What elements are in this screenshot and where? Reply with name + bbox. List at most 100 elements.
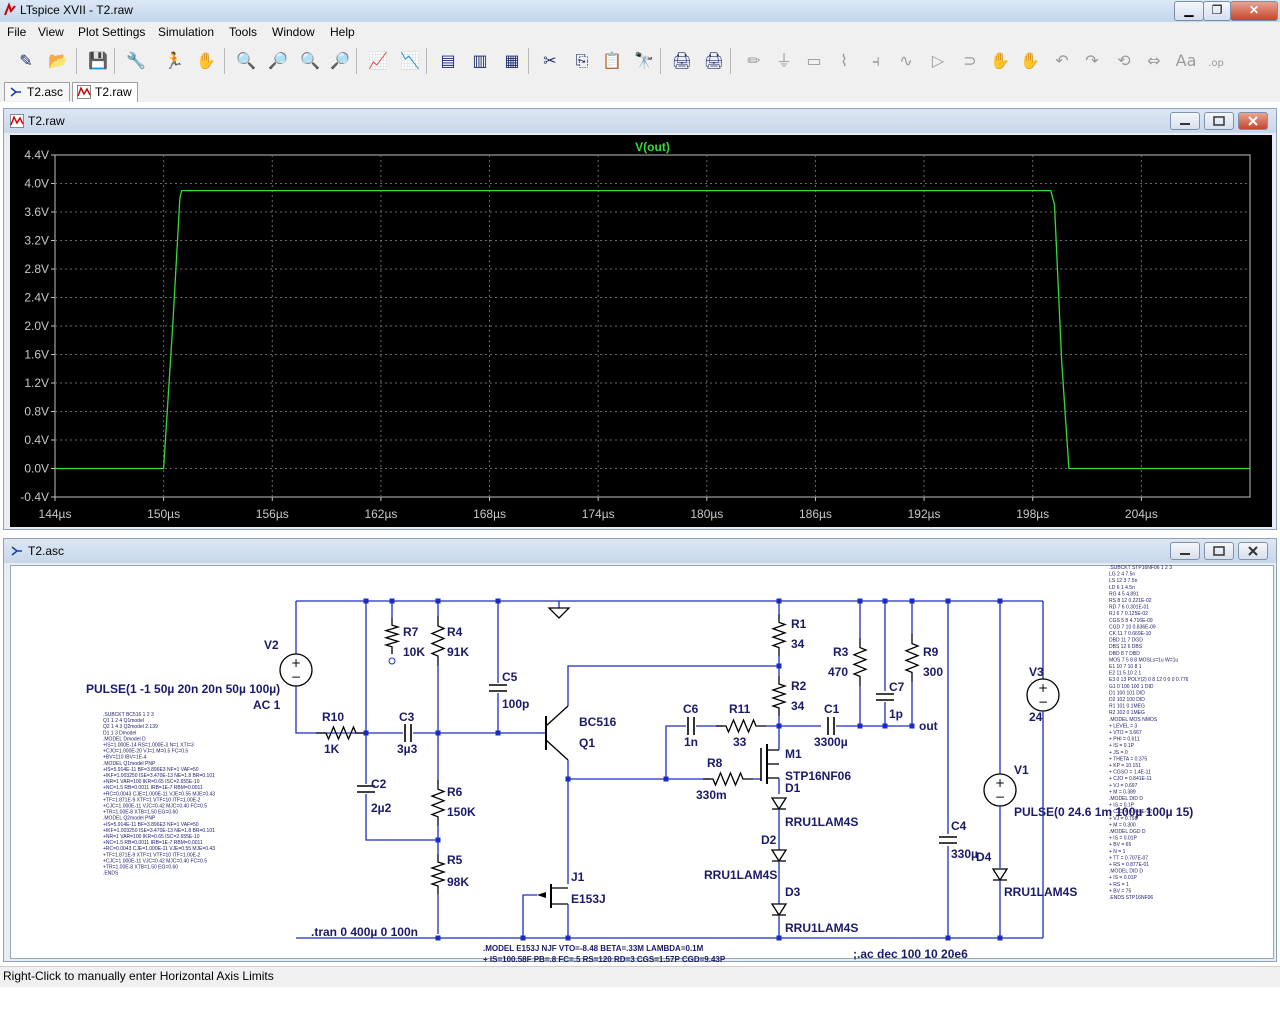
schematic-label: M1: [785, 747, 802, 761]
resistor-r9[interactable]: [904, 634, 920, 682]
resistor-r6[interactable]: [430, 780, 446, 826]
open-icon[interactable]: 📂: [44, 47, 72, 75]
waveform-minimize-button[interactable]: [1170, 112, 1200, 130]
menu-window[interactable]: Window: [272, 25, 315, 39]
drag-icon[interactable]: ✋: [1016, 47, 1044, 75]
menu-help[interactable]: Help: [330, 25, 355, 39]
capacitor-icon[interactable]: ⫞: [862, 47, 890, 75]
run-icon[interactable]: 🏃: [160, 47, 188, 75]
voltage-source-v3[interactable]: +−: [1026, 678, 1060, 712]
diode-d4[interactable]: [991, 868, 1009, 882]
minimize-button[interactable]: ▁: [1174, 1, 1204, 21]
waveform-restore-button[interactable]: [1204, 112, 1234, 130]
tab-t2-asc[interactable]: T2.asc: [4, 82, 70, 101]
menu-tools[interactable]: Tools: [229, 25, 258, 39]
halt-icon[interactable]: ✋: [192, 47, 220, 75]
mirror-icon[interactable]: ⇔: [1140, 47, 1168, 75]
resistor-r7[interactable]: [383, 618, 401, 654]
resistor-r3[interactable]: [852, 638, 868, 686]
text-icon[interactable]: Aa: [1172, 47, 1200, 75]
capacitor-c5[interactable]: [489, 684, 507, 692]
resistor-r5[interactable]: [429, 854, 447, 894]
label-icon[interactable]: ▭: [800, 47, 828, 75]
diode-d2[interactable]: [770, 849, 788, 863]
netlist-line: R2 102 0 1MEG: [1109, 710, 1145, 716]
resistor-r8[interactable]: [703, 771, 753, 787]
capacitor-c7[interactable]: [876, 693, 894, 701]
tile-horizontal-icon[interactable]: ▤: [434, 47, 462, 75]
print-setup-icon[interactable]: 🖨: [700, 47, 728, 75]
voltage-source-v2[interactable]: +−: [279, 653, 313, 687]
zoom-in-icon[interactable]: 🔍: [232, 47, 260, 75]
cascade-icon[interactable]: ▥: [466, 47, 494, 75]
wire-icon[interactable]: ✏: [740, 47, 768, 75]
schematic-close-button[interactable]: [1238, 542, 1268, 560]
netlist-line: +NC=1.5 RB=0.0011 IRB=1E-7 RBM=0.0011: [103, 840, 203, 846]
voltage-source-v1[interactable]: +−: [983, 773, 1017, 807]
diode-d3[interactable]: [770, 903, 788, 917]
transistor-q1[interactable]: [545, 705, 569, 761]
capacitor-c1[interactable]: [827, 717, 835, 735]
inductor-icon[interactable]: ∿: [892, 47, 920, 75]
tab-t2-raw[interactable]: T2.raw: [72, 82, 138, 102]
netlist-line: D1 100 101 DID: [1109, 690, 1145, 696]
capacitor-c4[interactable]: [939, 836, 957, 844]
junction-dot: [520, 935, 526, 941]
schematic-minimize-button[interactable]: [1170, 542, 1200, 560]
zoom-full-icon[interactable]: 🔎: [264, 47, 292, 75]
menu-file[interactable]: File: [7, 25, 27, 39]
menu-simulation[interactable]: Simulation: [158, 25, 215, 39]
redo-icon[interactable]: ↷: [1078, 47, 1106, 75]
spice-directive-icon[interactable]: .op: [1202, 47, 1230, 75]
paste-icon[interactable]: 📋: [598, 47, 626, 75]
q1-emitter: [545, 739, 569, 761]
capacitor-c3[interactable]: [404, 724, 412, 742]
netlist-line: + VTO = 3.667: [1109, 730, 1142, 736]
schematic-restore-button[interactable]: [1204, 542, 1234, 560]
cut-icon[interactable]: ✂: [536, 47, 564, 75]
resistor-r10[interactable]: [316, 725, 366, 741]
save-icon[interactable]: 💾: [84, 47, 112, 75]
diode-icon[interactable]: ▷: [924, 47, 952, 75]
find-icon[interactable]: 🔭: [630, 47, 658, 75]
move-icon[interactable]: ✋: [986, 47, 1014, 75]
control-panel-icon[interactable]: 🔧: [122, 47, 150, 75]
plot-settings-icon[interactable]: 📈: [364, 47, 392, 75]
diode-d1[interactable]: [770, 797, 788, 811]
resistor-icon[interactable]: ⌇: [830, 47, 858, 75]
capacitor-c2[interactable]: [357, 785, 375, 793]
resistor-r1[interactable]: [771, 614, 787, 656]
close-button[interactable]: ✕: [1230, 1, 1278, 21]
resistor-r2[interactable]: [770, 676, 788, 716]
rotate-icon[interactable]: ⟲: [1110, 47, 1138, 75]
jfet-j1[interactable]: [537, 884, 568, 908]
schematic-label: RRU1LAM4S: [704, 868, 777, 882]
waveform-plot[interactable]: 4.4V4.0V3.6V3.2V2.8V2.4V2.0V1.6V1.2V0.8V…: [10, 135, 1272, 527]
component-icon[interactable]: ⊃: [956, 47, 984, 75]
waveform-close-button[interactable]: [1238, 112, 1268, 130]
print-icon[interactable]: 🖨: [668, 47, 696, 75]
menu-view[interactable]: View: [38, 25, 64, 39]
zoom-fit-icon[interactable]: 🔎: [326, 47, 354, 75]
mosfet-m1[interactable]: [760, 744, 779, 784]
menu-plot-settings[interactable]: Plot Settings: [78, 25, 146, 39]
maximize-button[interactable]: ❐: [1203, 1, 1231, 21]
zoom-out-icon[interactable]: 🔍: [296, 47, 324, 75]
tile-vertical-icon[interactable]: ▦: [498, 47, 526, 75]
trace-label-v-out[interactable]: V(out): [635, 140, 670, 154]
trace-v-out[interactable]: [55, 189, 1250, 470]
netlist-line: + N = 1: [1109, 849, 1126, 855]
undo-icon[interactable]: ↶: [1048, 47, 1076, 75]
y-tick-label: 2.8V: [24, 262, 49, 276]
autorange-icon[interactable]: 📉: [396, 47, 424, 75]
resistor-r4[interactable]: [430, 616, 446, 666]
capacitor-c6[interactable]: [687, 717, 695, 735]
resistor-r11[interactable]: [716, 718, 766, 734]
new-schematic-icon[interactable]: ✎: [12, 47, 40, 75]
copy-icon[interactable]: ⎘: [568, 47, 596, 75]
ground-icon[interactable]: ⏚: [770, 47, 798, 75]
netlist-line: .ENDS: [103, 871, 119, 877]
